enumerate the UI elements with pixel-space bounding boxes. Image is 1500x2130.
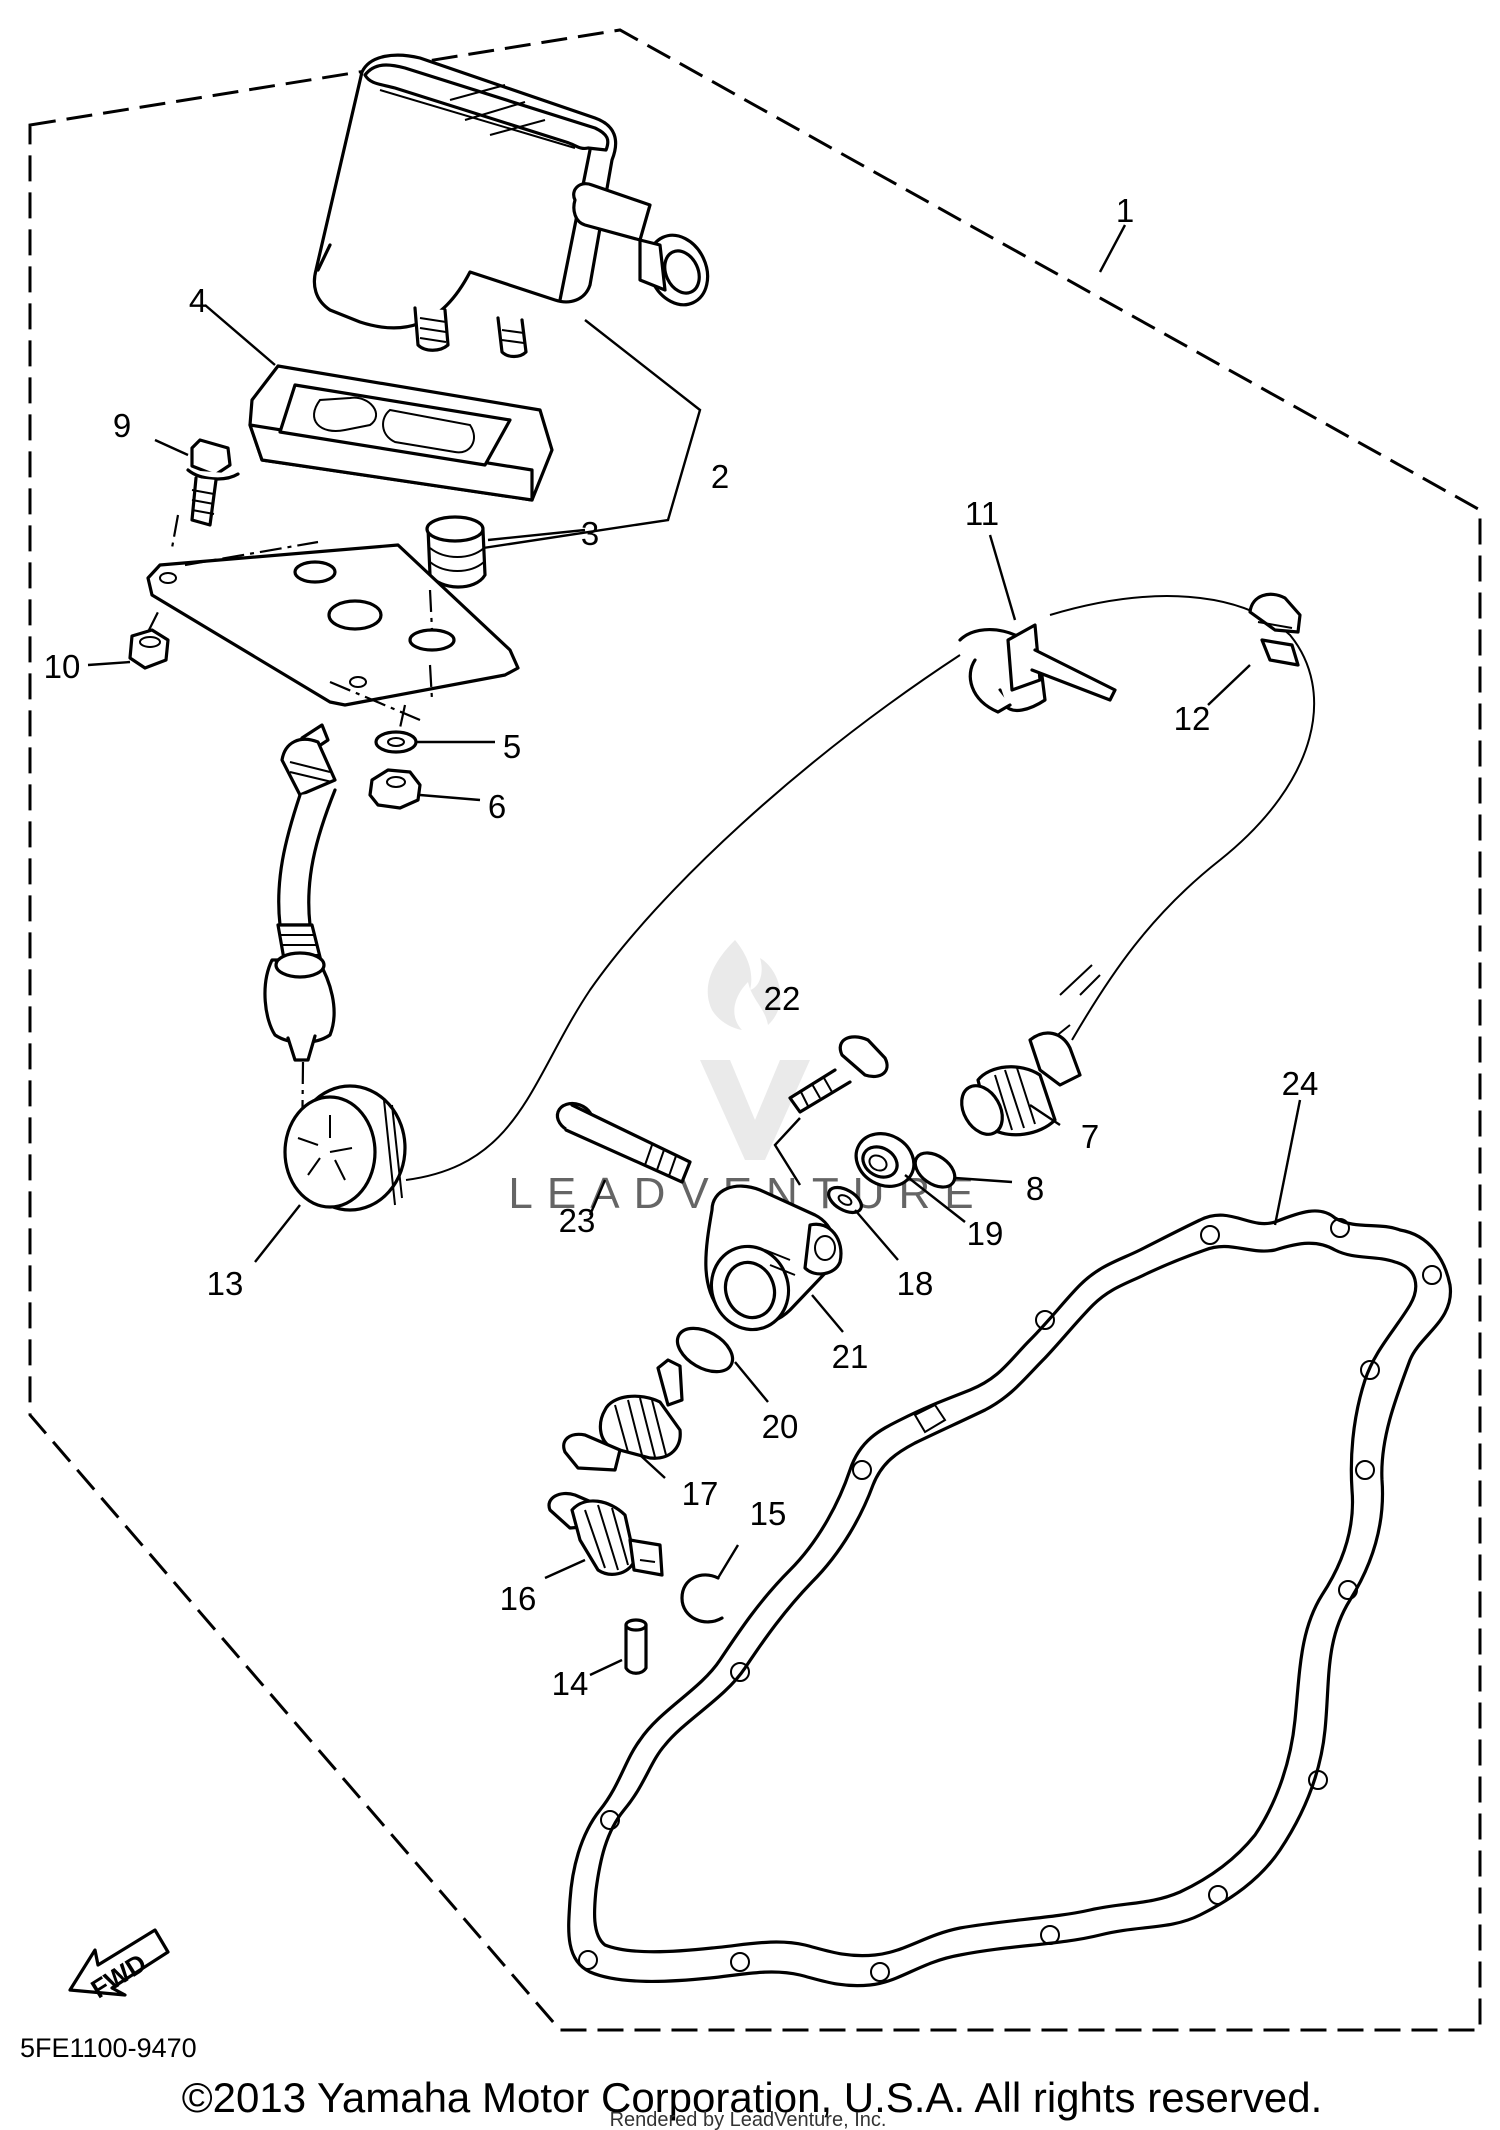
leader-lines — [87, 224, 1302, 1677]
bolt-9 — [186, 438, 240, 527]
clamp-12 — [1248, 592, 1302, 667]
cable-fitting-7 — [960, 1031, 1082, 1137]
grommet — [425, 515, 487, 589]
cable-tie-11 — [958, 623, 1117, 714]
pin-14 — [624, 1618, 648, 1675]
callout-2: 2 — [711, 458, 729, 495]
axis-line — [147, 607, 161, 633]
circlip-15 — [680, 1573, 724, 1624]
washer-5-hole — [387, 737, 405, 747]
callout-19: 19 — [967, 1215, 1004, 1252]
callout-23: 23 — [559, 1202, 596, 1239]
bolt-22 — [788, 1035, 889, 1114]
callout-24: 24 — [1282, 1065, 1319, 1102]
leader-line — [773, 1117, 802, 1186]
callout-18: 18 — [897, 1265, 934, 1302]
axis-line — [170, 514, 421, 722]
o-ring-8 — [913, 1151, 957, 1189]
fwd-arrow-icon — [68, 1928, 170, 1997]
flange-nut-10 — [128, 628, 170, 670]
bolt-23 — [555, 1101, 692, 1184]
axis-line — [398, 704, 407, 729]
axis-line — [428, 589, 434, 701]
drive-cap-13 — [283, 1084, 407, 1212]
callout-16: 16 — [500, 1580, 537, 1617]
callout-12: 12 — [1174, 700, 1211, 737]
callout-6: 6 — [488, 788, 506, 825]
callout-20: 20 — [762, 1408, 799, 1445]
rendered-by-notice: Rendered by LeadVenture, Inc. — [610, 2109, 887, 2130]
gear-housing-21 — [704, 1184, 843, 1332]
cable-run — [405, 654, 961, 1181]
copyright-notice: ©2013 Yamaha Motor Corporation, U.S.A. A… — [182, 2074, 1323, 2121]
bearing-19 — [854, 1132, 916, 1188]
callout-1: 1 — [1116, 192, 1134, 229]
callout-3: 3 — [581, 515, 599, 552]
meter-bracket — [248, 364, 554, 502]
gear-16 — [547, 1491, 664, 1577]
washer-18-hole — [837, 1194, 853, 1206]
watermark-logo — [700, 940, 810, 1160]
callout-21: 21 — [832, 1338, 869, 1375]
mounting-plate — [146, 543, 520, 707]
callout-17: 17 — [682, 1475, 719, 1512]
speedometer-assembly — [312, 53, 710, 359]
drawing-code: 5FE1100-9470 — [20, 2033, 197, 2063]
callout-15: 15 — [750, 1495, 787, 1532]
callout-4: 4 — [189, 282, 207, 319]
callout-8: 8 — [1026, 1170, 1044, 1207]
callout-13: 13 — [207, 1265, 244, 1302]
callout-7: 7 — [1081, 1118, 1099, 1155]
gasket-24 — [567, 1209, 1453, 1988]
callout-5: 5 — [503, 728, 521, 765]
callout-10: 10 — [44, 648, 81, 685]
o-ring-20 — [675, 1326, 735, 1374]
cable-run — [1049, 595, 1316, 1041]
meter-cable — [263, 723, 337, 1156]
kit-boundary — [28, 28, 1482, 2032]
gear-17 — [562, 1358, 684, 1472]
washer-18 — [827, 1185, 863, 1215]
callout-11: 11 — [965, 495, 999, 532]
callout-14: 14 — [552, 1665, 589, 1702]
callout-9: 9 — [113, 407, 131, 444]
callout-leader-2 — [469, 319, 702, 552]
callout-22: 22 — [764, 980, 801, 1017]
washer-5 — [374, 730, 418, 754]
nut-6 — [368, 768, 422, 810]
